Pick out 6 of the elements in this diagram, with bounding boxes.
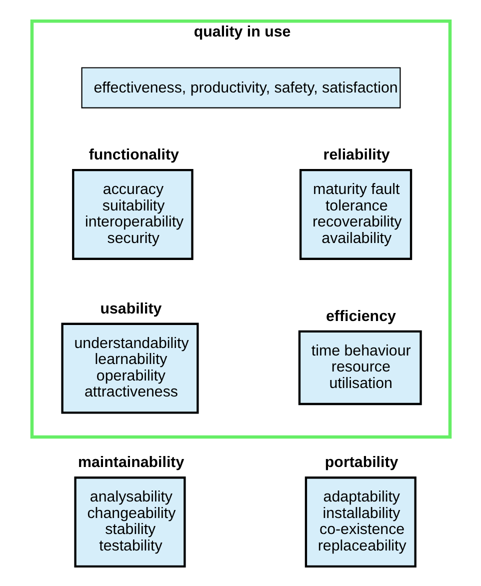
node-label: usability (100, 300, 162, 318)
node-label: portability (324, 454, 398, 472)
node-label: maintainability (78, 454, 184, 472)
node-label: functionality (88, 146, 178, 164)
node-label: efficiency (326, 308, 396, 325)
node-label: reliability (322, 146, 390, 164)
